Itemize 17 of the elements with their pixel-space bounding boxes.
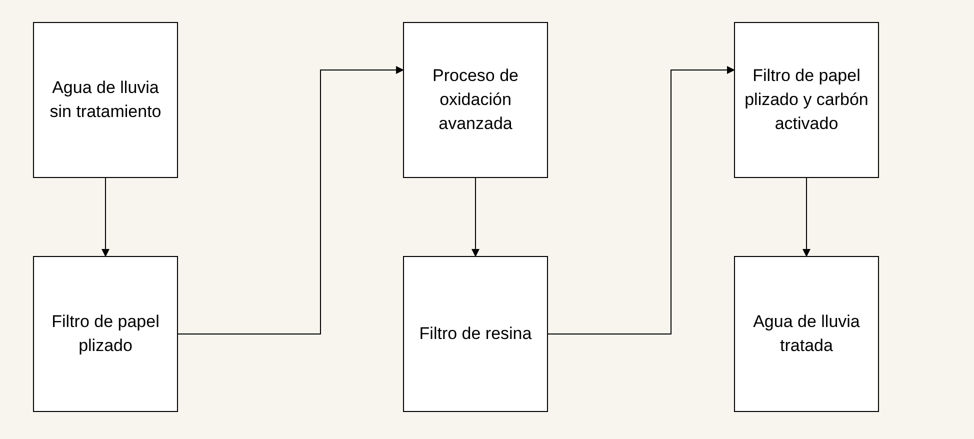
process-box [33, 256, 178, 412]
process-box [33, 22, 178, 178]
process-box [734, 256, 879, 412]
box-label: Agua de lluvia sin tratamiento [48, 77, 162, 123]
box-label: Filtro de papel plizado y carbón activado [744, 65, 870, 135]
process-box [403, 22, 548, 178]
arrow [102, 178, 110, 257]
box-label: Filtro de resina [419, 323, 532, 345]
arrow [802, 178, 810, 257]
arrow [178, 66, 404, 334]
box-label: Filtro de papel plizado [50, 311, 160, 357]
process-box [403, 256, 548, 412]
box-label: Agua de lluvia tratada [752, 311, 861, 357]
box-label: Proceso de oxidación avanzada [432, 65, 520, 135]
arrow [548, 66, 735, 334]
process-box [734, 22, 879, 178]
arrow [472, 178, 480, 257]
